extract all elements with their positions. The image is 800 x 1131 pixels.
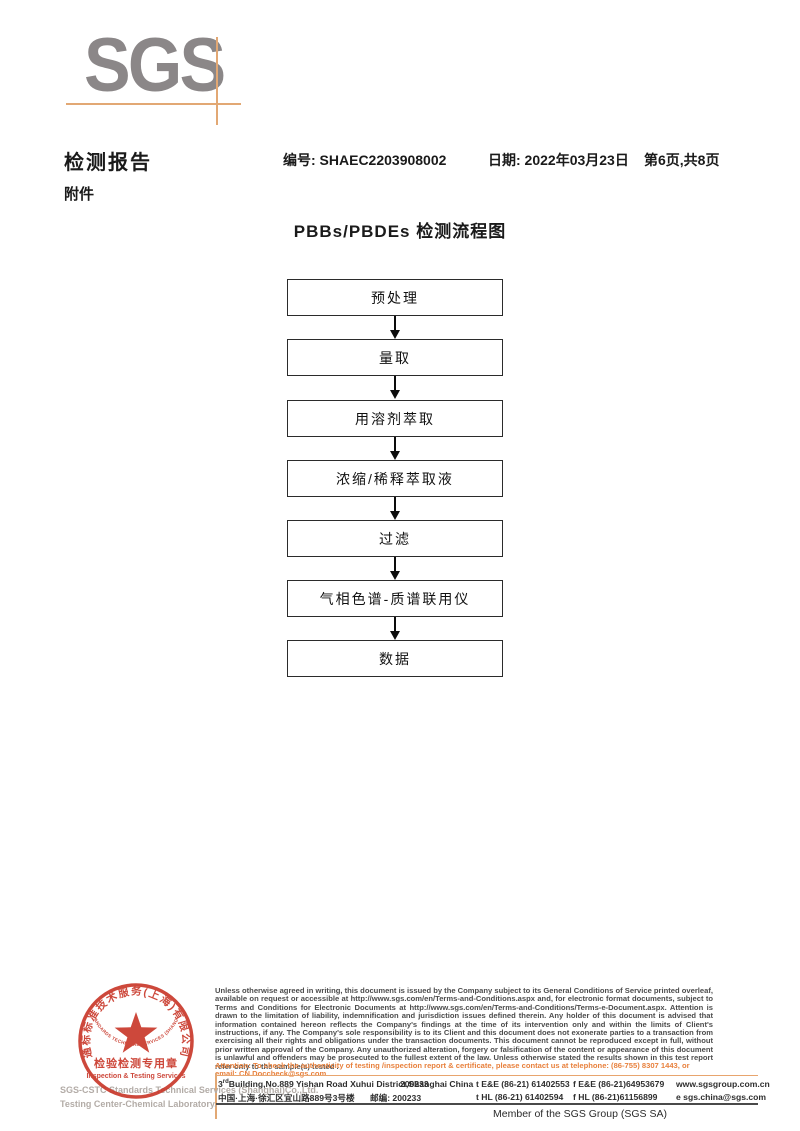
- logo-horizontal-rule: [66, 103, 241, 105]
- logo-vertical-rule: [216, 37, 218, 125]
- page-indicator: 第6页,共8页: [644, 152, 720, 168]
- stamp-ring: [78, 983, 194, 1099]
- arrow-down-icon: [287, 437, 503, 460]
- address-en-number: 3: [218, 1079, 223, 1089]
- address-en-street: Building,No.889 Yishan Road Xuhui Distri…: [228, 1079, 474, 1089]
- flow-step-pretreatment: 预处理: [287, 279, 503, 316]
- flow-step-gcms: 气相色谱-质谱联用仪: [287, 580, 503, 617]
- arrow-down-icon: [287, 316, 503, 339]
- tel-ee: t E&E (86-21) 61402553: [476, 1079, 570, 1089]
- stamp-star-icon: [114, 1012, 158, 1053]
- company-name-gray: SGS-CSTC Standards Technical Services (S…: [60, 1085, 319, 1095]
- report-date: 日期: 2022年03月23日: [488, 152, 629, 168]
- flow-step-data: 数据: [287, 640, 503, 677]
- fax-hl: f HL (86-21)61156899: [573, 1092, 658, 1102]
- address-en: 3rdBuilding,No.889 Yishan Road Xuhui Dis…: [218, 1079, 473, 1089]
- stamp-line1: 检验检测专用章: [94, 1056, 178, 1070]
- inspection-stamp: 通标标准技术服务(上海)有限公司 SGS-CSTC STANDARDS TECH…: [78, 983, 194, 1099]
- footer-orange-vertical-rule: [215, 1073, 217, 1119]
- footer-bottom-rule: [216, 1103, 758, 1105]
- disclaimer-text: Unless otherwise agreed in writing, this…: [215, 986, 713, 1071]
- flow-step-solvent-extraction: 用溶剂萃取: [287, 400, 503, 437]
- flow-step-measure: 量取: [287, 339, 503, 376]
- email-link[interactable]: e sgs.china@sgs.com: [676, 1092, 767, 1102]
- stamp-line2: Inspection & Testing Services: [86, 1073, 185, 1080]
- address-cn-zip: 邮编: 200233: [370, 1093, 422, 1103]
- address-cn: 中国·上海·徐汇区宜山路889号3号楼: [218, 1093, 355, 1103]
- attention-text: Attention: To check the authenticity of …: [215, 1061, 690, 1079]
- sgs-member-line: Member of the SGS Group (SGS SA): [493, 1108, 667, 1120]
- company-lab-gray: Testing Center-Chemical Laboratory.: [60, 1099, 217, 1109]
- fax-ee: f E&E (86-21)64953679: [573, 1079, 665, 1089]
- tel-hl: t HL (86-21) 61402594: [476, 1092, 564, 1102]
- flow-step-concentrate-dilute: 浓缩/稀释萃取液: [287, 460, 503, 497]
- website-link[interactable]: www.sgsgroup.com.cn: [676, 1079, 770, 1089]
- address-en-ordinal: rd: [222, 1079, 229, 1086]
- arrow-down-icon: [287, 557, 503, 580]
- attachment-label: 附件: [64, 186, 95, 203]
- arrow-down-icon: [287, 617, 503, 640]
- report-number: 编号: SHAEC2203908002: [283, 152, 447, 168]
- footer-orange-rule: [215, 1075, 758, 1076]
- arrow-down-icon: [287, 376, 503, 399]
- address-en-zip: 200233: [400, 1079, 429, 1089]
- page-title: 检测报告: [64, 152, 152, 174]
- sgs-logo: SGS: [84, 23, 226, 108]
- flow-step-filter: 过滤: [287, 520, 503, 557]
- arrow-down-icon: [287, 497, 503, 520]
- flowchart-title: PBBs/PBDEs 检测流程图: [293, 222, 507, 241]
